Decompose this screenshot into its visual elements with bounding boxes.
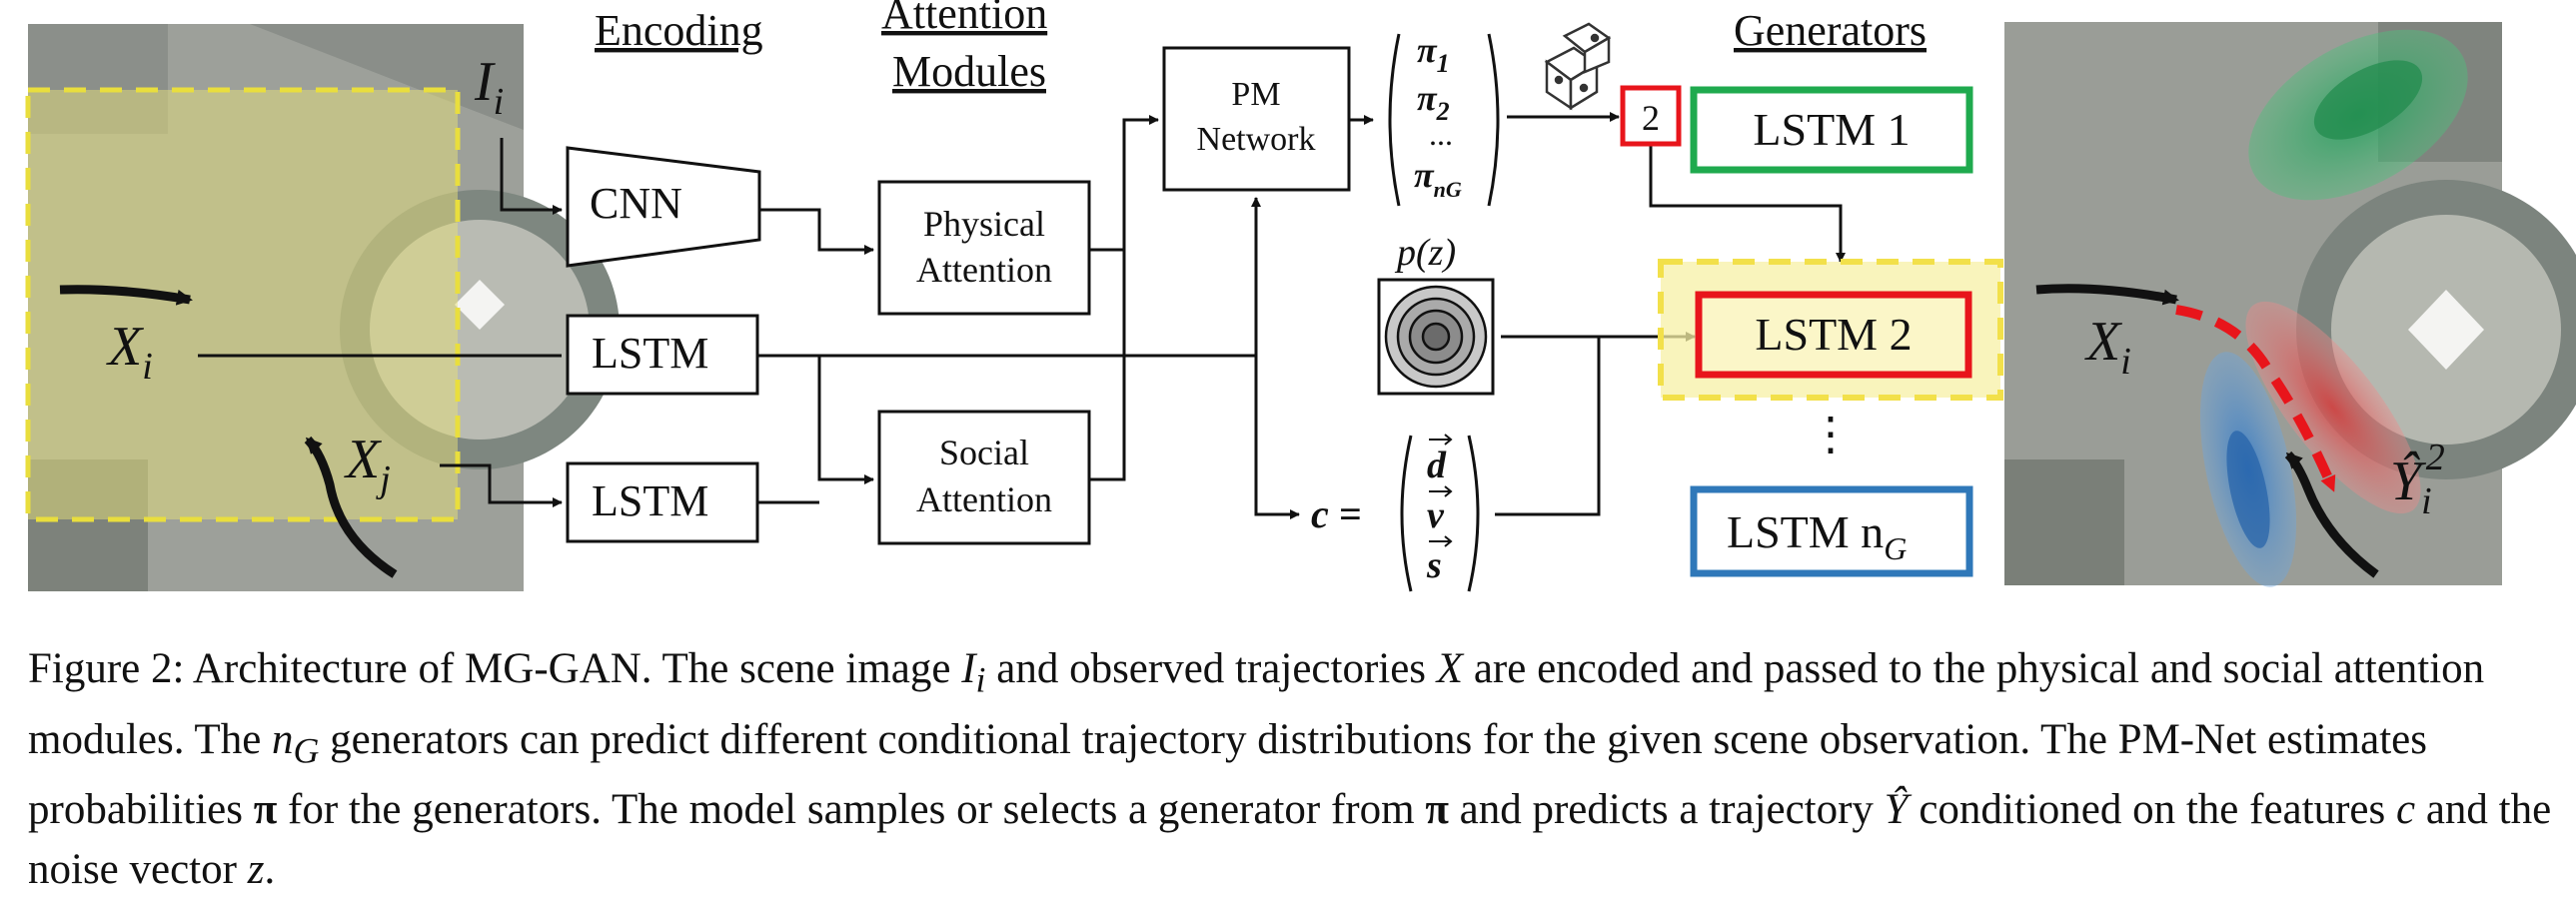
vector-arrows [1429,434,1453,547]
pz-label: p(z) [1394,232,1456,274]
pi-n: πnG [1414,155,1462,202]
lstm-observation-label: LSTM [592,329,708,378]
physical-attention-label-2: Attention [916,250,1052,290]
pi-1: π1 [1417,30,1450,78]
physical-attention-box [877,180,1091,316]
image-input-label: Ii [474,51,504,123]
generator-lstm-n-box [1690,485,1973,577]
caption-fig-label: Figure 2: [28,645,185,692]
header-attention-line1: Attention [881,0,1047,38]
generator-lstm-1-label: LSTM 1 [1753,104,1910,155]
generators-vdots: ⋮ [1808,409,1854,459]
pi-2: π2 [1417,78,1450,126]
vec-v: v [1427,494,1445,536]
dice-icon [1544,22,1612,111]
pi-dots: ... [1429,116,1453,152]
noise-target-icon [1377,278,1495,396]
generator-lstm-2-label: LSTM 2 [1755,309,1912,360]
social-attention-label-1: Social [939,433,1029,472]
pm-network-box [1162,46,1351,192]
connection-lines [198,112,1846,519]
cnn-label: CNN [590,179,682,228]
lstm-observation-box [566,314,759,396]
social-attention-label-2: Attention [916,479,1052,519]
header-generators: Generators [1734,6,1927,55]
selected-generator-index-box [1620,85,1682,147]
pm-network-label-1: PM [1231,76,1280,113]
xi-label: Xi [106,316,153,388]
vec-s: s [1426,544,1442,586]
pm-network-label-2: Network [1197,121,1316,158]
header-encoding: Encoding [595,6,763,55]
xj-label: Xj [344,429,391,500]
yhat-label: Ŷi2 [2390,437,2445,522]
generator-lstm-2-box [1695,291,1972,379]
cnn-box [566,146,761,268]
vec-d: d [1427,445,1447,486]
scene-image-left [25,24,620,591]
architecture-diagram: Xi Xj Ii Encoding Attention Modules Gene… [25,0,2576,592]
physical-attention-label-1: Physical [923,204,1045,244]
scene-image-right [2004,22,2576,587]
selected-generator-index: 2 [1642,98,1660,138]
generator-lstm-n-label: LSTM nG [1727,506,1907,566]
lstm-social-box [566,461,759,543]
generator-lstm-1-box [1690,86,1973,174]
header-attention-line2: Modules [892,47,1046,96]
c-equals: c = [1311,491,1362,536]
output-xi-label: Xi [2084,311,2131,383]
figure-caption: Figure 2: Architecture of MG-GAN. The sc… [28,645,2552,894]
social-attention-box [877,410,1091,545]
lstm-social-label: LSTM [592,476,708,525]
